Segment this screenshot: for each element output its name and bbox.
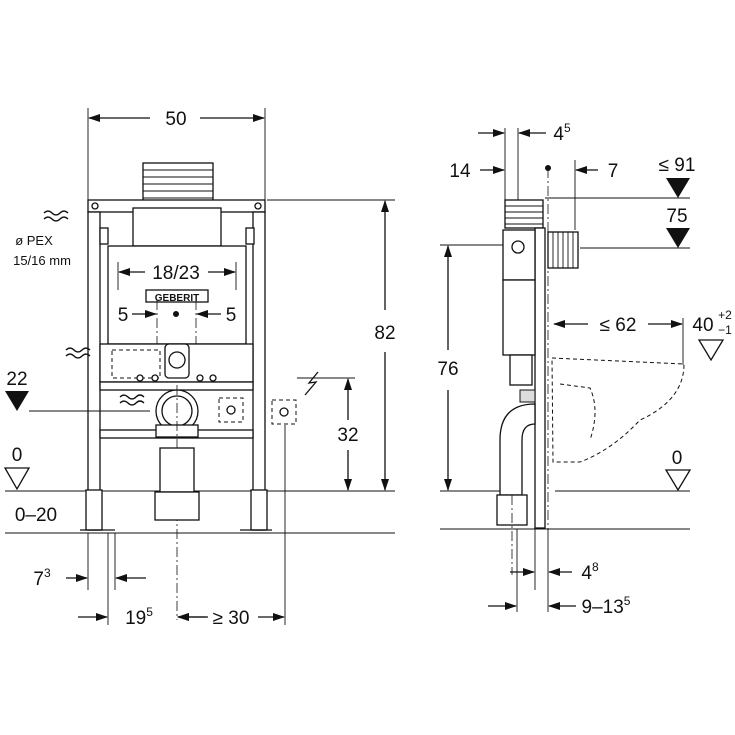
pex-line2: 15/16 mm xyxy=(13,253,71,268)
water-level-mark: 22 xyxy=(5,369,150,412)
height-82-label: 82 xyxy=(374,323,395,344)
bottom-4-label: 48 xyxy=(581,560,599,584)
floor-zero-label: 0 xyxy=(12,445,23,466)
drain-offset-label: 195 xyxy=(125,605,153,629)
water-level-label: 22 xyxy=(6,369,27,390)
bowl-height-label: 40 xyxy=(692,315,713,336)
floor-mark-front: 0 0–20 xyxy=(3,445,57,526)
projection-label: ≤ 62 xyxy=(600,315,637,336)
brand-logo: GEBERIT xyxy=(155,293,199,304)
side-view: 45 14 7 ≤ 91 75 xyxy=(437,121,732,618)
pex-pipe-label: ø PEX 15/16 mm xyxy=(13,210,71,268)
side-clearance-label: ≥ 30 xyxy=(213,608,250,629)
power-height-label: 32 xyxy=(337,425,358,446)
pex-line1: ø PEX xyxy=(15,233,53,248)
wall-range-label: 9–135 xyxy=(582,594,631,618)
height-marks-side: ≤ 91 75 xyxy=(545,155,696,249)
floor-range-label: 0–20 xyxy=(15,505,57,526)
floor-mark-side: 0 xyxy=(664,448,692,492)
power-height-dimension: 32 xyxy=(297,377,359,491)
actuator-offsets: 5 5 xyxy=(118,300,237,380)
floor-zero-side-label: 0 xyxy=(672,448,683,469)
width-label: 50 xyxy=(165,109,186,130)
depth-7-label: 7 xyxy=(608,161,619,182)
depth-14-label: 14 xyxy=(449,161,471,182)
front-view: 50 18/23 GEBERIT xyxy=(3,108,396,629)
bowl-tol-minus: −1 xyxy=(718,323,732,337)
flush-plate-label: 18/23 xyxy=(152,263,200,284)
left-offset-label: 5 xyxy=(118,305,129,326)
depth-4-label: 45 xyxy=(553,121,571,145)
width-dimension: 50 xyxy=(87,108,266,200)
height-76-label: 76 xyxy=(437,359,458,380)
height-76-dimension: 76 xyxy=(437,244,503,491)
bottom-dimensions-side: 48 9–135 xyxy=(488,529,631,618)
bowl-tol-plus: +2 xyxy=(718,308,732,322)
right-offset-label: 5 xyxy=(226,305,237,326)
bottom-dimensions-front: 73 195 ≥ 30 xyxy=(33,425,286,629)
height-75-label: 75 xyxy=(666,206,687,227)
height-dimension-82: 82 xyxy=(267,199,396,491)
height-max-label: ≤ 91 xyxy=(659,155,696,176)
bowl-height-mark: 40 +2 −1 xyxy=(692,308,732,362)
leg-left-label: 73 xyxy=(33,566,51,590)
flush-plate-dimension: 18/23 xyxy=(117,262,237,290)
top-dimensions-side: 45 14 7 xyxy=(449,121,618,530)
projection-dimension: ≤ 62 xyxy=(553,315,684,365)
